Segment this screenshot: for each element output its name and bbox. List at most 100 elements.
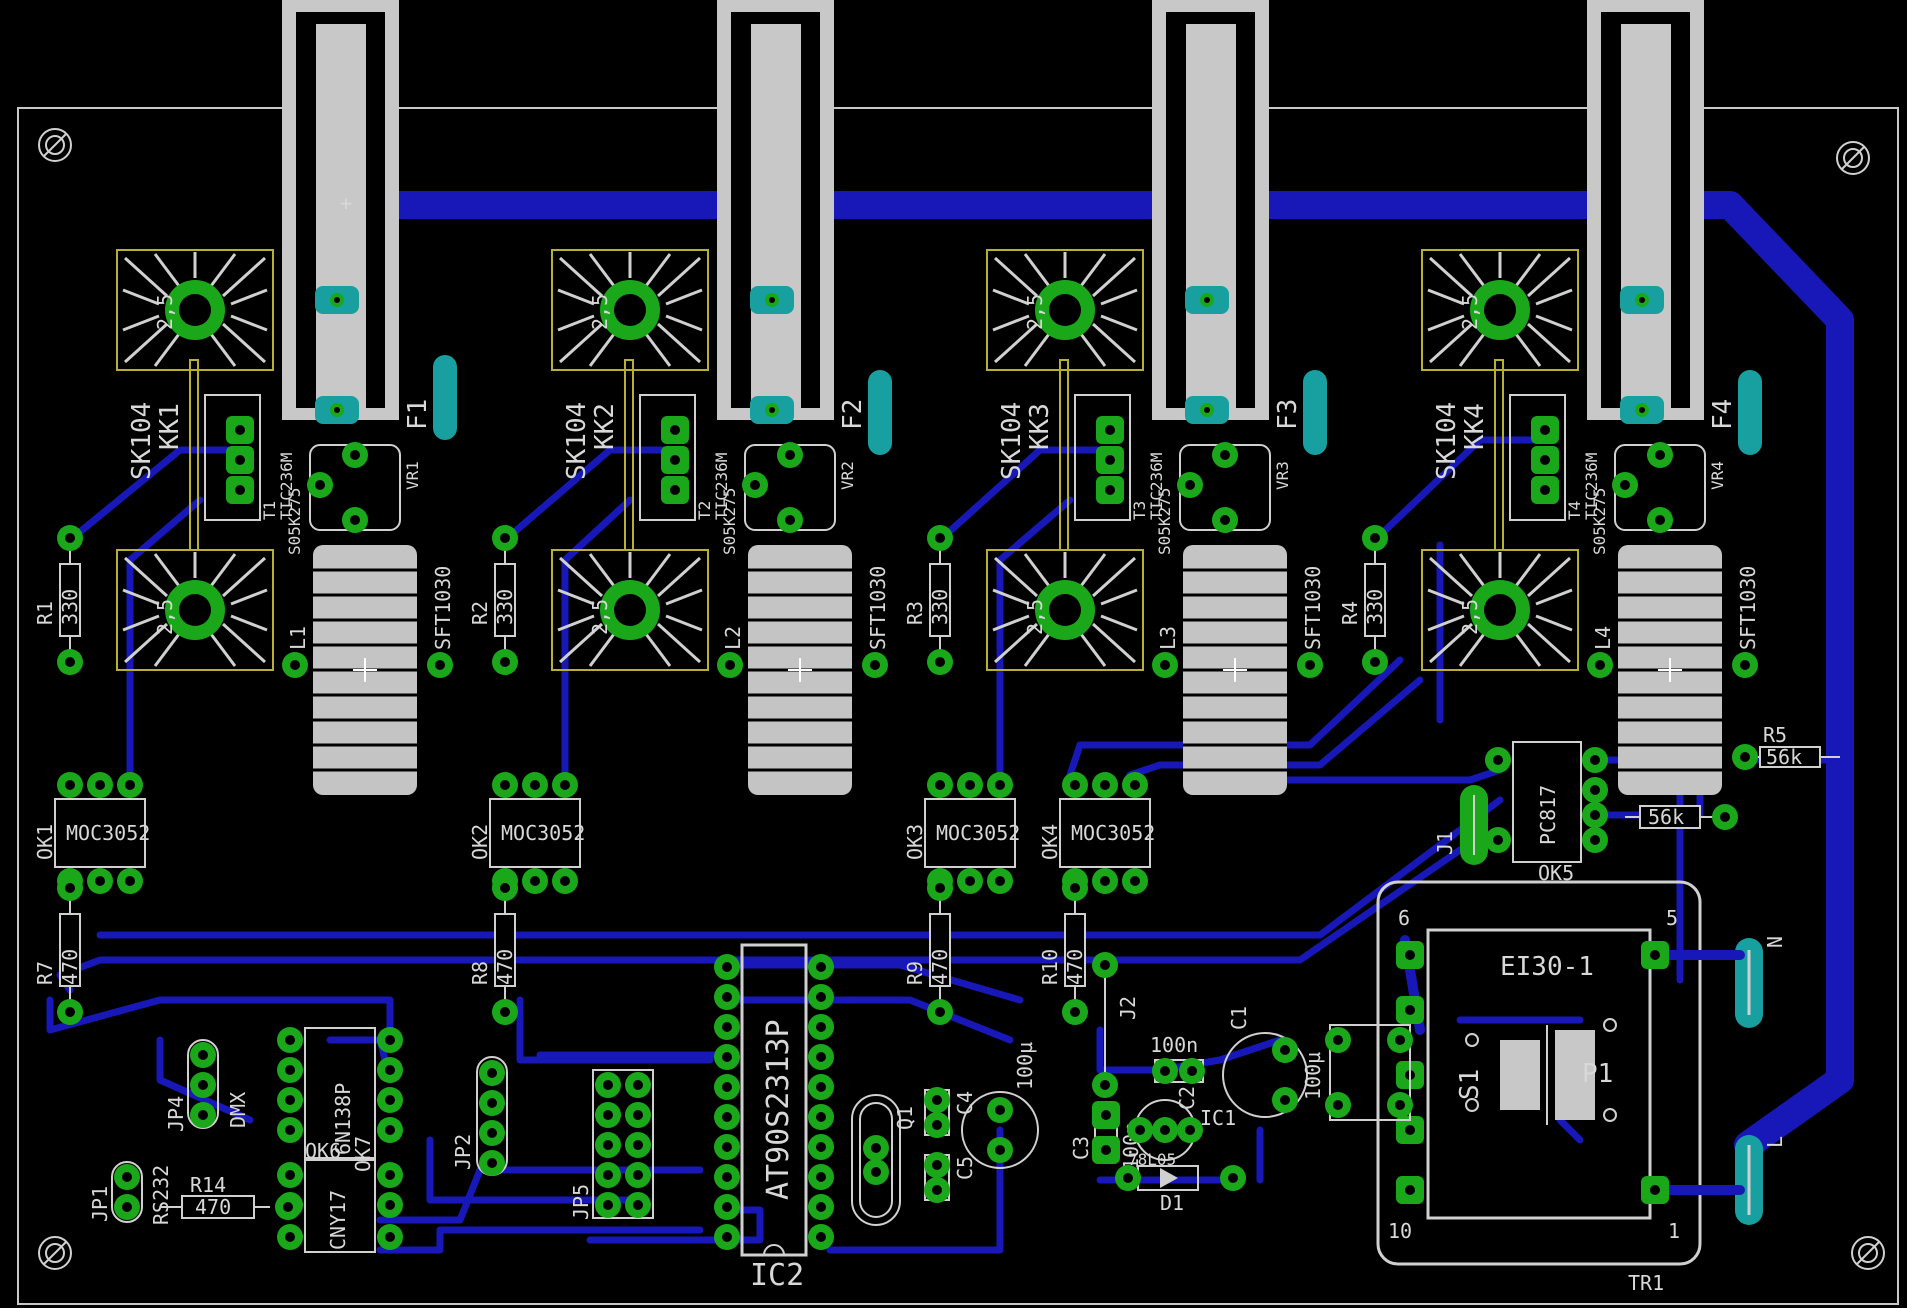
r14-value: 470 xyxy=(195,1195,231,1219)
bridge-rectifier xyxy=(1325,1024,1413,1121)
inductor xyxy=(1616,543,1724,797)
optocoupler-ok5: PC817 OK5 xyxy=(1485,741,1608,885)
fuse-label: F2 xyxy=(838,399,868,430)
mounting-hole xyxy=(38,128,72,162)
resistor2-value: 470 xyxy=(928,949,952,985)
triac-type-label: TIC236M xyxy=(1582,453,1601,520)
r5-label: R5 xyxy=(1763,723,1787,747)
tr1-type-label: EI30-1 xyxy=(1500,952,1594,982)
jp5-label: JP5 xyxy=(569,1184,593,1220)
tr1-pin-tr: 5 xyxy=(1666,906,1678,930)
c6-value: 100µ xyxy=(1013,1042,1037,1090)
heatsink-hole-label: 2,5 xyxy=(588,294,612,330)
c5-label: C5 xyxy=(953,1156,977,1180)
triac-type-label: TIC236M xyxy=(277,453,296,520)
opto-label: OK1 xyxy=(33,824,57,860)
microcontroller-ic2: AT90S2313P IC2 xyxy=(714,943,834,1293)
heatsink-type-label: SK104 xyxy=(562,402,592,480)
header-jp4: JP4 DMX xyxy=(164,1039,250,1132)
channel-1: F1 SK104 KK1 2,5 2,5 T1 TIC236M VR1 S05K… xyxy=(33,248,457,1025)
inductor-type-label: SFT1030 xyxy=(1301,566,1325,650)
heatsink-type-label: SK104 xyxy=(127,402,157,480)
inductor-type-label: SFT1030 xyxy=(431,566,455,650)
terminal-n: N xyxy=(1735,936,1787,1028)
triac-label: T3 xyxy=(1130,501,1149,520)
c1-value: 100µ xyxy=(1301,1052,1325,1100)
resistor-label: R3 xyxy=(903,601,927,625)
c2-label: C2 xyxy=(1175,1086,1199,1110)
c3-label: C3 xyxy=(1069,1136,1093,1160)
r6-value: 56k xyxy=(1648,805,1684,829)
jp2-label: JP2 xyxy=(451,1134,475,1170)
opto-type-label: MOC3052 xyxy=(501,821,585,845)
fuse-label: F3 xyxy=(1273,399,1303,430)
fuse-label: F1 xyxy=(403,399,433,430)
crystal-q1: Q1 xyxy=(851,1094,917,1226)
resistor-value: 330 xyxy=(928,589,952,625)
c2-value: 100n xyxy=(1150,1033,1198,1057)
ok7-label: OK7 xyxy=(351,1136,375,1172)
inductor-type-label: SFT1030 xyxy=(1736,566,1760,650)
opto-type-label: MOC3052 xyxy=(1071,821,1155,845)
heatsink-label: KK4 xyxy=(1460,403,1490,450)
tr1-pin-bl: 10 xyxy=(1388,1219,1412,1243)
resistor-r6: 56k xyxy=(1625,804,1738,830)
fuse-holder xyxy=(1152,0,1269,424)
regulator-ic1: IC1 78L05 xyxy=(1127,1099,1236,1169)
header-jp2: JP2 xyxy=(451,1056,508,1176)
fuse-label: F4 xyxy=(1708,399,1738,430)
heatsink-hole-label: 2,5 xyxy=(1023,294,1047,330)
opto-label: OK3 xyxy=(903,824,927,860)
inductor-type-label: SFT1030 xyxy=(866,566,890,650)
triac-label: T4 xyxy=(1565,501,1584,520)
varistor-type-label: S05K275 xyxy=(1590,488,1609,555)
heatsink-hole-label: 2,5 xyxy=(153,294,177,330)
varistor-label: VR2 xyxy=(838,461,857,490)
ic2-label: IC2 xyxy=(750,1258,804,1293)
ok6-type-label: 6N138P xyxy=(331,1083,355,1155)
n-label: N xyxy=(1763,936,1787,948)
terminal-l: L xyxy=(1735,1135,1787,1225)
heatsink-hole-label: 2,5 xyxy=(153,599,177,635)
capacitor-c1: C1 100µ xyxy=(1222,1006,1325,1118)
jumper-j2: J2 xyxy=(1092,952,1140,1098)
resistor2-value: 470 xyxy=(493,949,517,985)
diode-d1: D1 xyxy=(1115,1165,1246,1215)
resistor2-value: 470 xyxy=(58,949,82,985)
ic1-label: IC1 xyxy=(1200,1106,1236,1130)
resistor2-label: R8 xyxy=(468,961,492,985)
opto-label: OK2 xyxy=(468,824,492,860)
tr1-pin-br: 1 xyxy=(1668,1219,1680,1243)
resistor-r5: R5 56k xyxy=(1732,723,1840,770)
jp4-label: JP4 xyxy=(164,1096,188,1132)
fuse-holder xyxy=(717,0,834,424)
resistor-label: R4 xyxy=(1338,601,1362,625)
varistor-type-label: S05K275 xyxy=(1155,488,1174,555)
fuse-holder: + xyxy=(282,0,399,424)
inductor-label: L2 xyxy=(721,626,745,650)
channel-3: F3 SK104 KK3 2,5 2,5 T3 TIC236M VR3 S05K… xyxy=(903,248,1327,1025)
r14-label: R14 xyxy=(190,1173,226,1197)
tr1-label: TR1 xyxy=(1628,1271,1664,1295)
heatsink-type-label: SK104 xyxy=(997,402,1027,480)
jumper-j1: J1 xyxy=(1433,785,1488,865)
resistor-label: R2 xyxy=(468,601,492,625)
svg-text:+: + xyxy=(340,191,352,215)
heatsink-hole-label: 2,5 xyxy=(1023,599,1047,635)
capacitor-c6: 100µ xyxy=(961,1042,1039,1169)
tr1-secondary-label: S1 xyxy=(1455,1069,1485,1100)
resistor2-label: R10 xyxy=(1038,949,1062,985)
jp1-rs232-label: RS232 xyxy=(149,1165,173,1225)
triac-label: T1 xyxy=(260,501,279,520)
tr1-primary-label: P1 xyxy=(1582,1059,1613,1089)
varistor-label: VR4 xyxy=(1708,461,1727,490)
channel-4: F4 SK104 KK4 2,5 2,5 T4 TIC236M VR4 S05K… xyxy=(1038,248,1762,1025)
inductor xyxy=(311,543,419,797)
resistor2-value: 470 xyxy=(1063,949,1087,985)
board-outline xyxy=(17,107,1899,1305)
triac-type-label: TIC236M xyxy=(712,453,731,520)
tr1-pin-tl: 6 xyxy=(1398,906,1410,930)
l-label: L xyxy=(1763,1136,1787,1148)
mounting-hole xyxy=(1851,1236,1885,1270)
